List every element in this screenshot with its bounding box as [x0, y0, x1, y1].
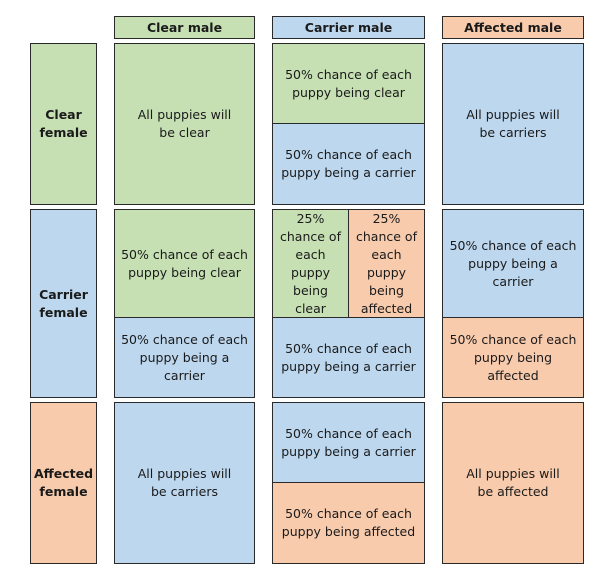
outcome-carrier-female-carrier-male-top-right: 25% chance of each puppy being affected [348, 209, 425, 318]
outcome-carrier-female-clear-male-top: 50% chance of each puppy being clear [114, 209, 255, 318]
outcome-clear-female-carrier-male-bottom: 50% chance of each puppy being a carrier [272, 123, 425, 205]
column-header-clear-male: Clear male [114, 16, 255, 39]
row-header-carrier-female: Carrier female [30, 209, 97, 398]
column-header-carrier-male: Carrier male [272, 16, 425, 39]
outcome-affected-female-clear-male: All puppies will be carriers [114, 402, 255, 564]
outcome-affected-female-carrier-male-top: 50% chance of each puppy being a carrier [272, 402, 425, 483]
outcome-affected-female-affected-male: All puppies will be affected [442, 402, 584, 564]
outcome-carrier-female-affected-male-bottom: 50% chance of each puppy being affected [442, 317, 584, 398]
outcome-clear-female-clear-male: All puppies will be clear [114, 43, 255, 205]
column-header-affected-male: Affected male [442, 16, 584, 39]
outcome-clear-female-affected-male: All puppies will be carriers [442, 43, 584, 205]
row-header-clear-female: Clear female [30, 43, 97, 205]
outcome-carrier-female-clear-male-bottom: 50% chance of each puppy being a carrier [114, 317, 255, 398]
outcome-carrier-female-carrier-male-top-left: 25% chance of each puppy being clear [272, 209, 349, 318]
outcome-carrier-female-affected-male-top: 50% chance of each puppy being a carrier [442, 209, 584, 318]
outcome-carrier-female-carrier-male-bottom: 50% chance of each puppy being a carrier [272, 317, 425, 398]
outcome-clear-female-carrier-male-top: 50% chance of each puppy being clear [272, 43, 425, 124]
outcome-affected-female-carrier-male-bottom: 50% chance of each puppy being affected [272, 482, 425, 564]
row-header-affected-female: Affected female [30, 402, 97, 564]
